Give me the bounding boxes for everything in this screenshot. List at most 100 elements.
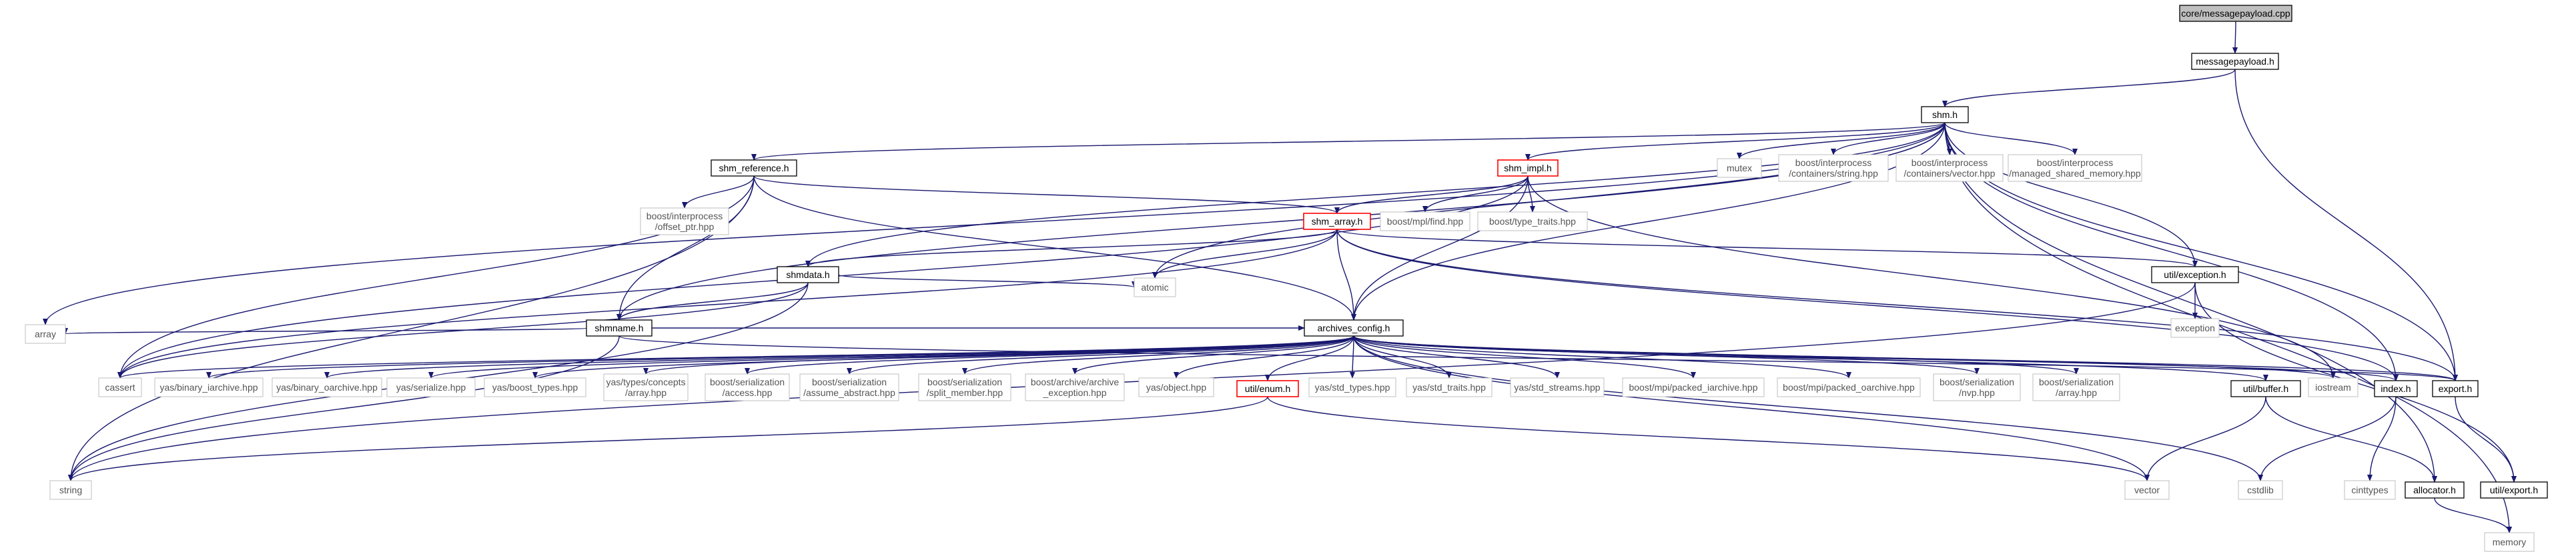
node-box	[2308, 377, 2358, 397]
node-util-enum[interactable]: util/enum.h	[1236, 380, 1299, 397]
node-yas-concepts[interactable]: yas/types/concepts/array.hpp	[603, 373, 689, 401]
node-box	[1477, 211, 1588, 231]
node-array[interactable]: array	[25, 324, 66, 344]
node-memory[interactable]: memory	[2484, 532, 2535, 552]
node-bs-access[interactable]: boost/serialization/access.hpp	[705, 373, 790, 401]
edge-archives_config-to-yas_std_streams	[1353, 335, 1560, 379]
node-box	[711, 159, 797, 177]
edge-util_buffer-to-allocator	[2265, 396, 2437, 483]
node-vector[interactable]: vector	[2124, 480, 2170, 500]
node-label: /split_member.hpp	[927, 387, 1003, 398]
node-messagepayload[interactable]: messagepayload.h	[2191, 53, 2279, 70]
node-box	[1134, 277, 1176, 297]
edge-shmdata-to-atomic	[838, 274, 1137, 288]
node-yas-serialize[interactable]: yas/serialize.hpp	[386, 377, 476, 397]
node-box	[1717, 158, 1762, 178]
node-exception[interactable]: exception	[2170, 318, 2220, 338]
node-cassert[interactable]: cassert	[98, 377, 142, 397]
node-label: yas/std_traits.hpp	[1412, 382, 1486, 393]
node-label: iostream	[2315, 382, 2351, 393]
node-label: boost/serialization	[2039, 377, 2114, 387]
node-yas-std-types[interactable]: yas/std_types.hpp	[1308, 377, 1396, 397]
node-label: shm_reference.h	[719, 163, 789, 173]
node-box	[1933, 373, 2021, 401]
node-label: shm_array.h	[1312, 216, 1363, 227]
node-string[interactable]: string	[49, 480, 92, 500]
node-box	[386, 377, 476, 397]
node-bs-assume[interactable]: boost/serialization/assume_abstract.hpp	[799, 373, 899, 401]
node-label: cstdlib	[2247, 485, 2274, 495]
node-box	[2191, 53, 2279, 70]
edge-shm_array-to-shmdata	[805, 229, 1338, 267]
node-bs-split[interactable]: boost/serialization/split_member.hpp	[918, 373, 1011, 401]
node-mpi-packed-o[interactable]: boost/mpi/packed_oarchive.hpp	[1777, 377, 1921, 397]
node-bi-string[interactable]: boost/interprocess/containers/string.hpp	[1778, 154, 1889, 182]
node-yas-boost-types[interactable]: yas/boost_types.hpp	[484, 377, 586, 397]
node-box	[2230, 380, 2301, 397]
node-label: yas/object.hpp	[1146, 382, 1206, 393]
node-yas-std-traits[interactable]: yas/std_traits.hpp	[1406, 377, 1492, 397]
node-label: util/enum.h	[1245, 383, 1290, 394]
edge-shm-to-memory	[1944, 122, 2512, 533]
node-bs-array[interactable]: boost/serialization/array.hpp	[2032, 373, 2120, 401]
node-box	[2405, 481, 2465, 499]
node-shm-reference[interactable]: shm_reference.h	[711, 159, 797, 177]
node-shm-impl[interactable]: shm_impl.h	[1497, 159, 1559, 177]
node-bs-nvp[interactable]: boost/serialization/nvp.hpp	[1933, 373, 2021, 401]
node-bi-msm[interactable]: boost/interprocess/managed_shared_memory…	[2008, 154, 2142, 182]
node-box	[1303, 213, 1371, 230]
node-label: /nvp.hpp	[1959, 387, 1995, 398]
node-label: /managed_shared_memory.hpp	[2009, 168, 2141, 179]
node-type-traits[interactable]: boost/type_traits.hpp	[1477, 211, 1588, 231]
edge-archives_config-to-ba_exception	[1072, 335, 1354, 375]
node-label: exception	[2175, 323, 2215, 333]
node-label: array	[35, 329, 56, 339]
node-yas-object[interactable]: yas/object.hpp	[1138, 377, 1214, 397]
edge-archives_config-to-yas_object	[1174, 335, 1354, 379]
edge-shm_reference-to-archives_config	[753, 175, 1356, 321]
node-mutex[interactable]: mutex	[1717, 158, 1762, 178]
node-bi-vector[interactable]: boost/interprocess/containers/vector.hpp	[1895, 154, 2004, 182]
edge-shm_reference-to-shm_array	[753, 175, 1340, 214]
edges-layer	[43, 21, 2517, 533]
node-ba-exception[interactable]: boost/archive/archive_exception.hpp	[1025, 373, 1125, 401]
node-allocator[interactable]: allocator.h	[2405, 481, 2465, 499]
edge-allocator-to-memory	[2434, 497, 2512, 533]
edge-shm-to-allocator	[1944, 122, 2437, 483]
node-box	[484, 377, 586, 397]
node-cinttypes[interactable]: cinttypes	[2344, 480, 2396, 500]
node-label: boost/interprocess	[1795, 157, 1871, 168]
node-label: archives_config.h	[1318, 323, 1390, 333]
node-export-h[interactable]: export.h	[2432, 380, 2479, 397]
node-util-buffer[interactable]: util/buffer.h	[2230, 380, 2301, 397]
node-util-exception[interactable]: util/exception.h	[2151, 266, 2239, 283]
node-box	[2480, 481, 2548, 499]
node-shmname[interactable]: shmname.h	[586, 319, 653, 337]
node-shm[interactable]: shm.h	[1921, 106, 1969, 123]
node-root[interactable]: core/messagepayload.cpp	[2179, 5, 2292, 22]
node-index[interactable]: index.h	[2374, 380, 2418, 397]
node-util-export[interactable]: util/export.h	[2480, 481, 2548, 499]
node-label: boost/interprocess	[2037, 157, 2113, 168]
node-box	[777, 266, 839, 283]
node-mpl-find[interactable]: boost/mpl/find.hpp	[1380, 211, 1470, 231]
node-box	[1778, 154, 1889, 182]
edge-shmdata-to-shmname	[616, 282, 809, 321]
node-box	[1895, 154, 2004, 182]
node-atomic[interactable]: atomic	[1134, 277, 1176, 297]
node-label: string	[59, 485, 82, 495]
edge-archives_config-to-yas_std_types	[1350, 335, 1356, 379]
node-yas-bin-i[interactable]: yas/binary_iarchive.hpp	[154, 377, 264, 397]
node-box	[1236, 380, 1299, 397]
node-yas-std-streams[interactable]: yas/std_streams.hpp	[1510, 377, 1605, 397]
node-shm-array[interactable]: shm_array.h	[1303, 213, 1371, 230]
edge-shm_array-to-export_h	[1336, 229, 2458, 381]
node-iostream[interactable]: iostream	[2308, 377, 2358, 397]
node-mpi-packed-i[interactable]: boost/mpi/packed_iarchive.hpp	[1622, 377, 1765, 397]
node-cstdlib[interactable]: cstdlib	[2238, 480, 2283, 500]
node-label: vector	[2134, 485, 2160, 495]
node-archives-config[interactable]: archives_config.h	[1304, 319, 1404, 337]
node-bi-offset[interactable]: boost/interprocess/offset_ptr.hpp	[640, 207, 729, 235]
node-yas-bin-o[interactable]: yas/binary_oarchive.hpp	[272, 377, 382, 397]
node-shmdata[interactable]: shmdata.h	[777, 266, 839, 283]
